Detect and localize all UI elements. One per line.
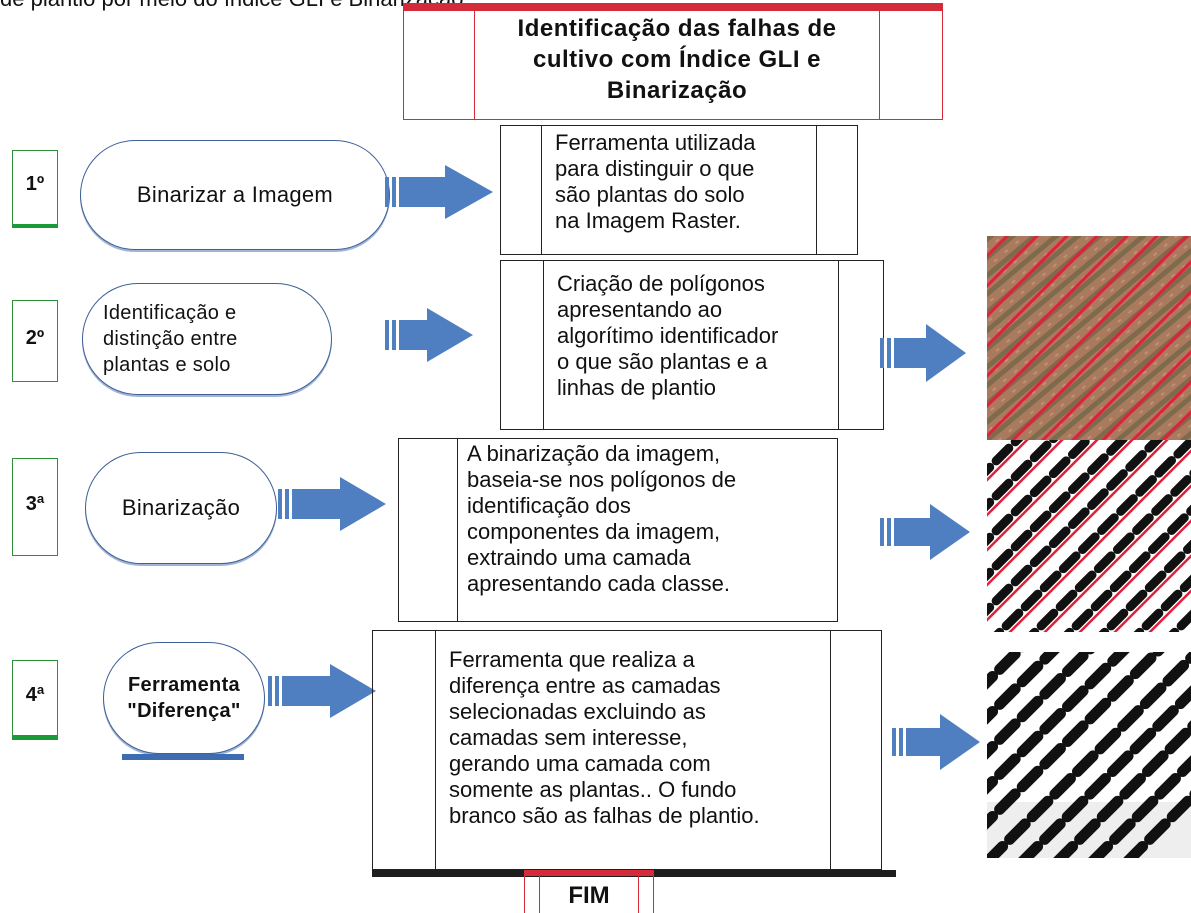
plants-only-image [987, 652, 1191, 858]
desc2-line: Criação de polígonos [557, 271, 765, 296]
desc3-line: baseia-se nos polígonos de [467, 467, 737, 492]
title-line-1: Identificação das falhas de [517, 15, 837, 42]
fim-divider-left [539, 870, 540, 913]
step-number-1: 1º [12, 150, 58, 228]
desc4-divider-right [830, 631, 831, 869]
desc3-line: apresentando cada classe. [467, 571, 730, 596]
desc3-line: A binarização da imagem, [467, 441, 721, 466]
desc3-line: extraindo uma camada [467, 545, 691, 570]
top-caption: de plantio por meio do índice GLI e Bina… [0, 0, 470, 12]
step-label-4: Ferramenta "Diferença" [103, 642, 265, 754]
step-label-2: Identificação e distinção entre plantas … [82, 283, 332, 395]
arrow-step4-to-desc [268, 662, 378, 720]
step-label-4-text: Ferramenta "Diferença" [127, 672, 240, 724]
step4-blue-bar [122, 754, 244, 760]
step-desc-3-text: A binarização da imagem, baseia-se nos p… [467, 441, 827, 597]
desc4-line: camadas sem interesse, [449, 725, 688, 750]
desc2-line: apresentando ao [557, 297, 723, 322]
desc1-line: Ferramenta utilizada [555, 130, 756, 155]
step-desc-4-text: Ferramenta que realiza a diferença entre… [449, 647, 827, 829]
aerial-image-plant-lines [987, 236, 1191, 440]
desc1-line: na Imagem Raster. [555, 208, 741, 233]
diagram-title: Identificação das falhas de cultivo com … [474, 13, 880, 106]
desc3-divider-left [457, 439, 458, 621]
title-box: Identificação das falhas de cultivo com … [403, 3, 943, 120]
desc4-line: diferença entre as camadas [449, 673, 721, 698]
arrow-desc2-to-image [880, 322, 968, 384]
fim-red-bar [525, 870, 653, 876]
desc2-divider-right [838, 261, 839, 429]
step-desc-2-text: Criação de polígonos apresentando ao alg… [557, 271, 827, 401]
step-desc-1: Ferramenta utilizada para distinguir o q… [500, 125, 858, 255]
title-line-2: cultivo com Índice GLI e [532, 46, 822, 73]
desc2-line: algorítimo identificador [557, 323, 779, 348]
arrow-desc3-to-image [880, 502, 972, 562]
label2-line: Identificação e [103, 302, 237, 324]
fim-divider-right [638, 870, 639, 913]
step-number-3: 3ª [12, 458, 58, 556]
title-line-3: Binarização [606, 77, 748, 104]
step-desc-1-text: Ferramenta utilizada para distinguir o q… [555, 130, 805, 234]
title-divider-left [474, 11, 475, 119]
arrow-step3-to-desc [278, 475, 388, 533]
label2-line: distinção entre [103, 328, 238, 350]
fim-box: FIM [524, 870, 654, 913]
label2-line: plantas e solo [103, 354, 231, 376]
arrow-step2-to-desc [385, 306, 475, 364]
desc1-line: são plantas do solo [555, 182, 745, 207]
desc1-divider-right [816, 126, 817, 254]
step-label-3: Binarização [85, 452, 277, 564]
step-label-1-text: Binarizar a Imagem [136, 182, 334, 207]
desc2-line: linhas de plantio [557, 375, 717, 400]
label4-line: Ferramenta [128, 674, 240, 696]
step-desc-3: A binarização da imagem, baseia-se nos p… [398, 438, 838, 622]
desc4-line: selecionadas excluindo as [449, 699, 706, 724]
title-red-bar [403, 3, 943, 11]
step-label-3-text: Binarização [121, 495, 241, 520]
desc3-line: identificação dos [467, 493, 631, 518]
step-number-4: 4ª [12, 660, 58, 740]
desc4-line: somente as plantas.. O fundo [449, 777, 737, 802]
arrow-desc4-to-image [892, 712, 982, 772]
desc3-line: componentes da imagem, [467, 519, 721, 544]
desc4-divider-left [435, 631, 436, 869]
arrow-step1-to-desc [385, 163, 495, 221]
end-label: FIM [568, 882, 610, 909]
step-label-2-text: Identificação e distinção entre plantas … [103, 300, 303, 378]
desc2-divider-left [543, 261, 544, 429]
desc4-line: gerando uma camada com [449, 751, 711, 776]
step-desc-2: Criação de polígonos apresentando ao alg… [500, 260, 884, 430]
step-desc-4: Ferramenta que realiza a diferença entre… [372, 630, 882, 870]
binarized-image-with-lines [987, 440, 1191, 632]
desc4-line: Ferramenta que realiza a [449, 647, 695, 672]
desc4-line: branco são as falhas de plantio. [449, 803, 760, 828]
step-label-1: Binarizar a Imagem [80, 140, 390, 250]
desc2-line: o que são plantas e a [557, 349, 768, 374]
label4-line: "Diferença" [127, 700, 241, 722]
title-divider-right [879, 11, 880, 119]
step-number-2: 2º [12, 300, 58, 382]
desc1-line: para distinguir o que [555, 156, 755, 181]
desc1-divider-left [541, 126, 542, 254]
